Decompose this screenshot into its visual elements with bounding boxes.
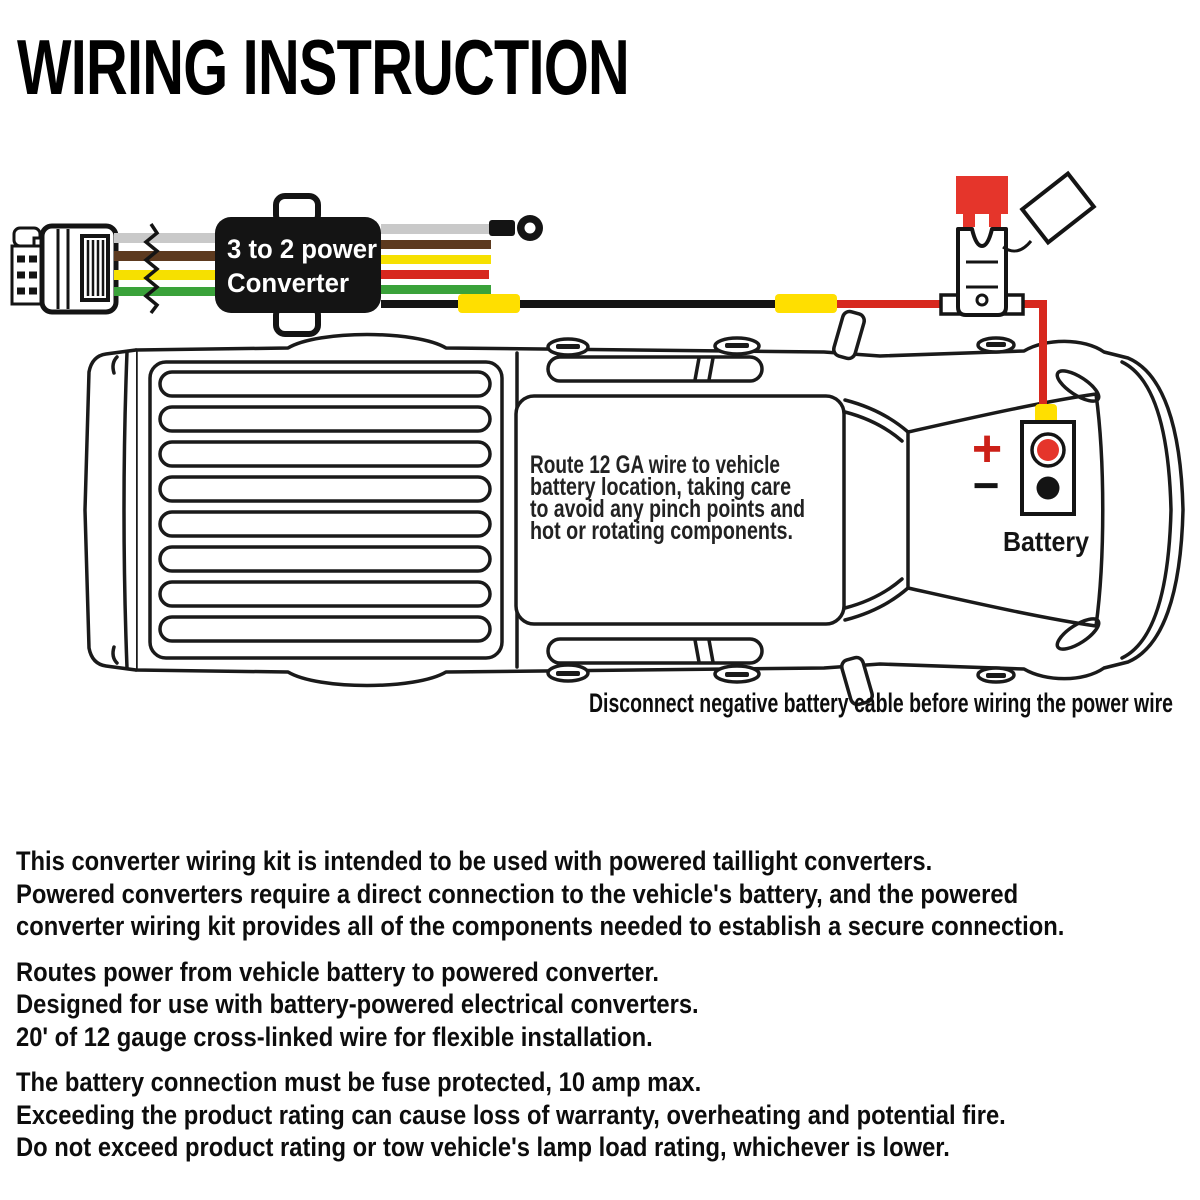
- hood-lines: [906, 392, 1105, 628]
- wire-yellow: [381, 255, 491, 264]
- route-note-line: to avoid any pinch points and: [530, 495, 805, 523]
- bed-rib: [158, 580, 492, 608]
- bed-ribs: [158, 370, 492, 643]
- wiring-diagram: 3 to 2 power Converter: [10, 170, 1185, 718]
- paragraph-warnings: The battery connection must be fuse prot…: [16, 1066, 1064, 1164]
- bed-rib: [158, 545, 492, 573]
- paragraph-line: Powered converters require a direct conn…: [16, 878, 1019, 909]
- ring-terminal-crimp: [489, 220, 515, 236]
- power-wire-red-vertical: [1039, 300, 1047, 408]
- power-wire-run: [381, 294, 1047, 408]
- converter-box: 3 to 2 power Converter: [215, 193, 381, 337]
- paragraph-line: Designed for use with battery-powered el…: [16, 989, 699, 1019]
- bed-rib: [158, 370, 492, 398]
- converter-body: [215, 217, 381, 313]
- paragraph-line: Routes power from vehicle battery to pow…: [16, 956, 660, 987]
- bed-rib: [158, 510, 492, 538]
- fuse-holder-icon: [939, 170, 1097, 317]
- wire-green: [114, 287, 215, 296]
- route-note: Route 12 GA wire to vehicle battery loca…: [530, 451, 805, 545]
- power-wire-black: [381, 300, 777, 308]
- battery-label: Battery: [1003, 526, 1089, 557]
- paragraph-line: Exceeding the product rating can cause l…: [16, 1099, 1006, 1130]
- paragraph-line: This converter wiring kit is intended to…: [16, 846, 933, 876]
- paragraph-line: The battery connection must be fuse prot…: [16, 1067, 702, 1097]
- paragraph-features: Routes power from vehicle battery to pow…: [16, 956, 1064, 1054]
- battery-negative-post: [1036, 476, 1060, 500]
- bed-rib: [158, 440, 492, 468]
- wire-white: [114, 233, 215, 243]
- bed-rib: [158, 615, 492, 643]
- page-title: WIRING INSTRUCTION: [17, 23, 630, 111]
- headlight-icon: [1055, 369, 1101, 403]
- wire-white: [381, 224, 489, 234]
- power-wire-red: [837, 300, 943, 308]
- diagram-caption: Disconnect negative battery cable before…: [589, 688, 1173, 718]
- power-wire-red: [1023, 300, 1047, 308]
- bed-rib: [158, 475, 492, 503]
- wire-green: [381, 285, 491, 294]
- truck-tailgate: [83, 348, 138, 672]
- battery-icon: + − Battery: [972, 404, 1089, 557]
- fuse-holder-body: [956, 227, 1008, 317]
- tag-string: [1002, 240, 1033, 253]
- route-note-line: hot or rotating components.: [530, 517, 793, 545]
- headlight-icon: [1055, 617, 1101, 651]
- wire-yellow: [114, 270, 215, 280]
- harness-wires-left: [114, 223, 215, 315]
- route-note-line: battery location, taking care: [530, 473, 791, 501]
- bed-rib: [158, 405, 492, 433]
- door-handles: [546, 336, 1016, 684]
- route-note-line: Route 12 GA wire to vehicle: [530, 451, 780, 479]
- side-mirror: [831, 309, 867, 361]
- cab-roof-panel: [514, 394, 846, 626]
- wire-brown: [114, 251, 215, 261]
- battery-plus-symbol: +: [972, 420, 1002, 478]
- paragraph-line: Do not exceed product rating or tow vehi…: [16, 1132, 950, 1162]
- front-bumper-line: [1120, 360, 1173, 660]
- converter-label-line2: Converter: [227, 268, 349, 298]
- wire-brown: [381, 240, 491, 249]
- paragraph-overview: This converter wiring kit is intended to…: [16, 845, 1064, 943]
- butt-splice: [458, 294, 520, 313]
- instruction-paragraphs: This converter wiring kit is intended to…: [16, 845, 1064, 1177]
- warning-tag-icon: [1019, 170, 1097, 246]
- side-mirror: [839, 655, 875, 707]
- windshield-lines: [843, 398, 910, 622]
- battery-minus-symbol: −: [973, 459, 1000, 511]
- truck-top-view-icon: [83, 309, 1185, 707]
- blade-fuse-icon: [956, 176, 1008, 214]
- converter-label-line1: 3 to 2 power: [227, 234, 377, 264]
- cab-window-bands: [546, 355, 764, 665]
- harness-wires-right: [381, 215, 543, 294]
- paragraph-line: converter wiring kit provides all of the…: [16, 911, 1065, 941]
- four-flat-connector-icon: [10, 223, 119, 315]
- truck-bed: [148, 360, 504, 660]
- wire-red: [381, 270, 489, 279]
- wire-break-squiggle-icon: [143, 223, 160, 315]
- paragraph-line: 20' of 12 gauge cross-linked wire for fl…: [16, 1021, 653, 1052]
- butt-splice: [775, 294, 837, 313]
